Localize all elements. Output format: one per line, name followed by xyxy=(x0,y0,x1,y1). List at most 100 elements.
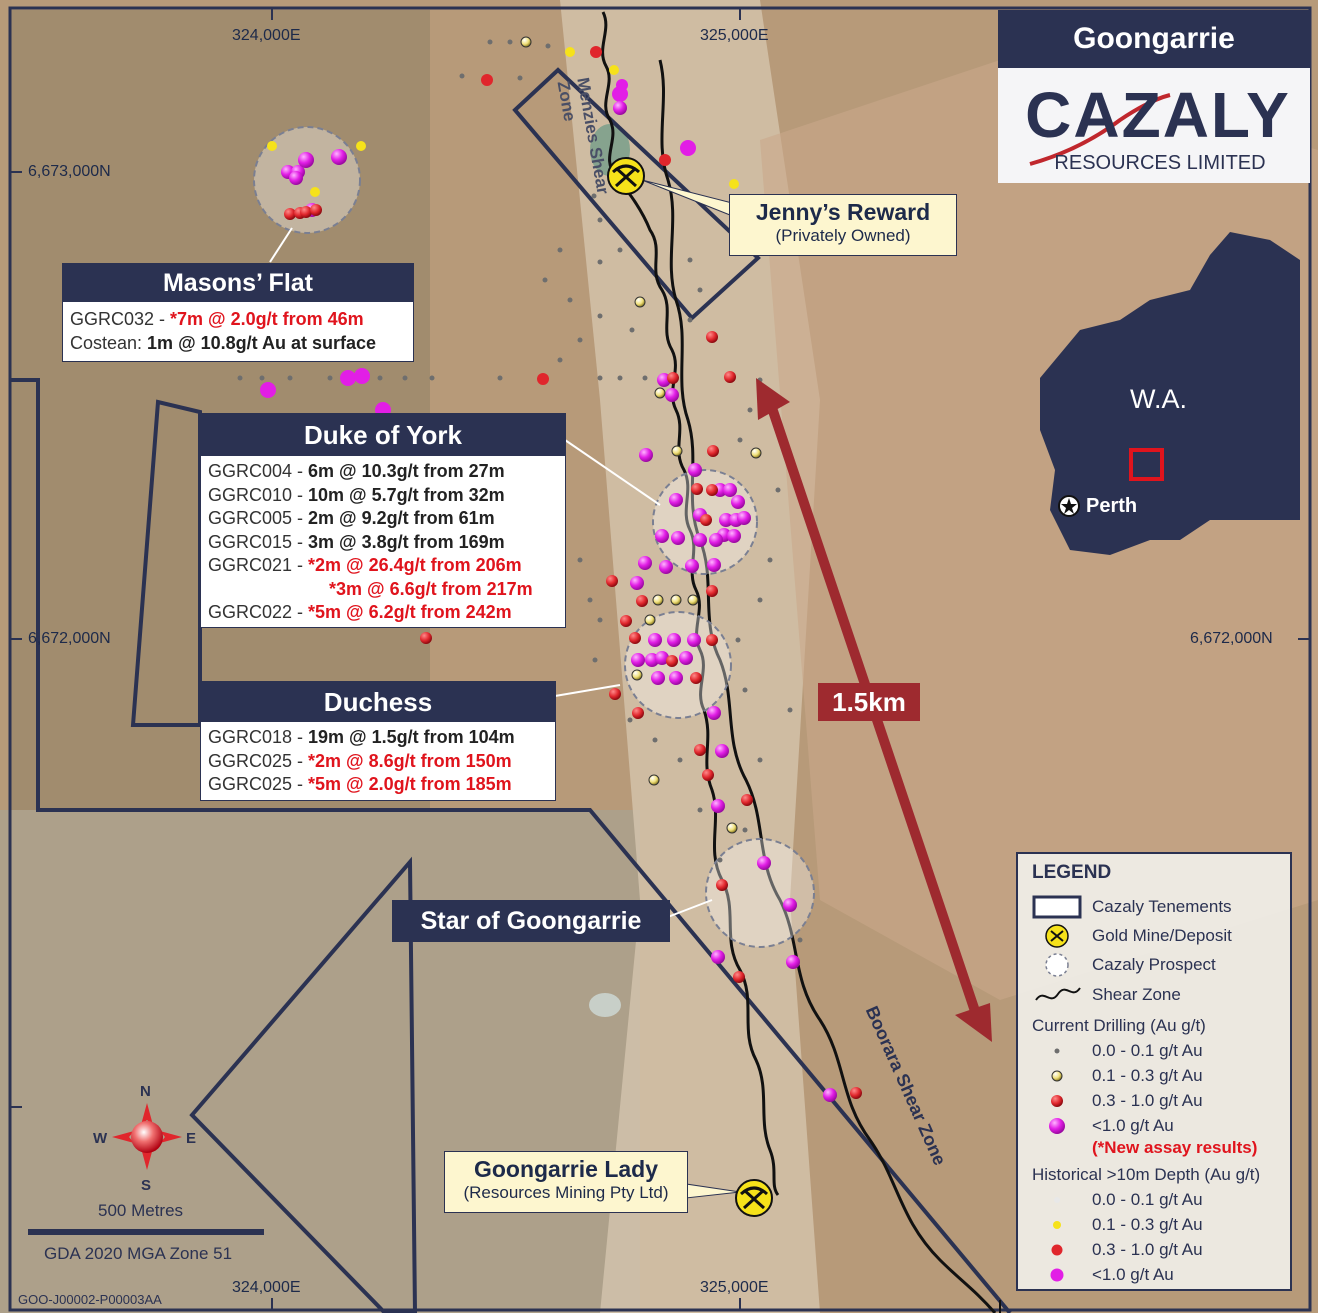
legend-current-item: <1.0 g/t Au xyxy=(1092,1116,1174,1135)
compass-icon xyxy=(112,1103,182,1170)
map-frame xyxy=(8,6,1312,1312)
legend-title: LEGEND xyxy=(1032,862,1112,883)
goongarrie-lady-name: Goongarrie Lady xyxy=(473,1156,659,1182)
legend: LEGEND Cazaly Tenements Gold Mine/Deposi… xyxy=(1016,852,1292,1291)
duke-line-2: GGRC010 - 10m @ 5.7g/t from 32m xyxy=(208,484,505,505)
legend-tenement-swatch xyxy=(1032,895,1082,919)
masons-flat-line-2: Costean: 1m @ 10.8g/t Au at surface xyxy=(70,332,377,353)
grid-label: 6,672,000N xyxy=(1190,630,1273,647)
mine-jennys-reward-icon xyxy=(607,157,645,195)
historical-samples xyxy=(260,46,739,418)
legend-shear: Shear Zone xyxy=(1092,985,1181,1004)
legend-hist-item: 0.3 - 1.0 g/t Au xyxy=(1092,1240,1203,1259)
document-id: GOO-J00002-P00003AA xyxy=(18,1292,162,1307)
location-marker xyxy=(1129,448,1164,481)
jennys-reward-label: Jenny’s Reward (Privately Owned) xyxy=(729,194,957,256)
duchess-line-2: GGRC025 - *2m @ 8.6g/t from 150m xyxy=(208,750,512,771)
current-samples-high xyxy=(281,101,837,1102)
projection-label: GDA 2020 MGA Zone 51 xyxy=(44,1244,233,1263)
legend-current-4 xyxy=(1049,1118,1065,1134)
legend-current-1 xyxy=(1054,1048,1060,1054)
goongarrie-lady-owner: (Resources Mining Pty Ltd) xyxy=(463,1183,669,1202)
masons-flat-line-1: GGRC032 - *7m @ 2.0g/t from 46m xyxy=(70,309,364,329)
wa-silhouette xyxy=(1040,232,1300,555)
duchess-line-3: GGRC025 - *5m @ 2.0g/t from 185m xyxy=(208,774,512,794)
tenement-north xyxy=(512,67,761,321)
duke-of-york-title: Duke of York xyxy=(201,414,565,456)
compass-n: N xyxy=(140,1083,151,1100)
grid-label: 6,672,000N xyxy=(28,630,111,647)
legend-hist-4 xyxy=(1050,1268,1064,1282)
duchess-title: Duchess xyxy=(201,682,555,722)
logo-swoosh xyxy=(1029,93,1171,166)
dam-south xyxy=(589,993,621,1017)
logo-subtitle: RESOURCES LIMITED xyxy=(1054,152,1266,174)
prospect-circle-star xyxy=(705,838,815,948)
map-title: Goongarrie xyxy=(1073,22,1235,55)
legend-mine: Gold Mine/Deposit xyxy=(1092,926,1232,945)
current-samples-mid xyxy=(284,204,862,1099)
jennys-reward-name: Jenny’s Reward xyxy=(755,199,931,225)
goongarrie-lady-label: Goongarrie Lady (Resources Mining Pty Lt… xyxy=(444,1151,688,1213)
boorara-shear-line xyxy=(658,59,997,1313)
compass-w: W xyxy=(93,1130,108,1147)
duke-line-1: GGRC004 - 6m @ 10.3g/t from 27m xyxy=(208,461,505,481)
legend-current-item: 0.3 - 1.0 g/t Au xyxy=(1092,1091,1203,1110)
drill-points-low xyxy=(237,39,803,943)
current-samples-lowmid xyxy=(520,36,762,834)
legend-mine-icon xyxy=(1045,924,1069,948)
duke-of-york-callout: Duke of York GGRC004 - 6m @ 10.3g/t from… xyxy=(200,413,566,628)
duke-line-5: GGRC021 - *2m @ 26.4g/t from 206m xyxy=(208,555,522,575)
legend-current-title: Current Drilling (Au g/t) xyxy=(1032,1016,1206,1035)
star-of-goongarrie-label: Star of Goongarrie xyxy=(392,900,670,942)
tenements xyxy=(10,67,1012,1313)
leader-lines xyxy=(269,227,713,921)
region-label: W.A. xyxy=(1130,384,1188,414)
legend-current-3 xyxy=(1051,1095,1063,1107)
legend-symbols xyxy=(1032,895,1082,1282)
legend-current-item: 0.0 - 0.1 g/t Au xyxy=(1092,1041,1203,1060)
tenement-west-strip xyxy=(130,399,202,727)
grid-label: 325,000E xyxy=(700,27,769,44)
masons-flat-title: Masons’ Flat xyxy=(63,264,413,302)
city-label: Perth xyxy=(1086,495,1138,517)
duke-line-3: GGRC005 - 2m @ 9.2g/t from 61m xyxy=(208,508,495,528)
legend-hist-1 xyxy=(1054,1197,1060,1203)
legend-new-note: (*New assay results) xyxy=(1092,1138,1258,1157)
legend-hist-2 xyxy=(1053,1221,1061,1229)
grid-ticks xyxy=(10,8,1310,1310)
perth-star-icon xyxy=(1061,498,1077,514)
scale-bar xyxy=(28,1229,264,1235)
legend-hist-item: 0.0 - 0.1 g/t Au xyxy=(1092,1190,1203,1209)
legend-hist-item: 0.1 - 0.3 g/t Au xyxy=(1092,1215,1203,1234)
title-panel xyxy=(998,10,1310,68)
compass-s: S xyxy=(141,1177,152,1194)
scale-label: 500 Metres xyxy=(98,1201,184,1220)
duke-line-4: GGRC015 - 3m @ 3.8g/t from 169m xyxy=(208,531,505,552)
legend-hist-item: <1.0 g/t Au xyxy=(1092,1265,1174,1284)
duke-line-6: *3m @ 6.6g/t from 217m xyxy=(329,578,533,599)
masons-flat-callout: Masons’ Flat GGRC032 - *7m @ 2.0g/t from… xyxy=(62,263,414,362)
grid-label: 324,000E xyxy=(232,1279,301,1296)
jennys-reward-owner: (Privately Owned) xyxy=(775,226,911,245)
logo-wordmark: CAZALY xyxy=(1025,79,1291,151)
compass-e: E xyxy=(186,1130,197,1147)
grid-label: 6,673,000N xyxy=(28,163,111,180)
mine-goongarrie-lady-icon xyxy=(735,1179,773,1217)
legend-shear-icon xyxy=(1035,987,1081,1001)
legend-current-2 xyxy=(1051,1070,1063,1082)
legend-prospect: Cazaly Prospect xyxy=(1092,955,1216,974)
duchess-line-1: GGRC018 - 19m @ 1.5g/t from 104m xyxy=(208,727,515,747)
duke-line-7: GGRC022 - *5m @ 6.2g/t from 242m xyxy=(208,602,512,622)
legend-current-item: 0.1 - 0.3 g/t Au xyxy=(1092,1066,1203,1085)
tenement-triangle xyxy=(189,856,418,1313)
terrain-southwest xyxy=(0,810,640,1313)
legend-hist-title: Historical >10m Depth (Au g/t) xyxy=(1032,1165,1261,1184)
grid-label: 324,000E xyxy=(232,27,301,44)
legend-tenements: Cazaly Tenements xyxy=(1092,897,1232,916)
duchess-callout: Duchess GGRC018 - 19m @ 1.5g/t from 104m… xyxy=(200,681,556,801)
tenement-west-south xyxy=(10,378,1012,1313)
legend-prospect-icon xyxy=(1045,953,1069,977)
